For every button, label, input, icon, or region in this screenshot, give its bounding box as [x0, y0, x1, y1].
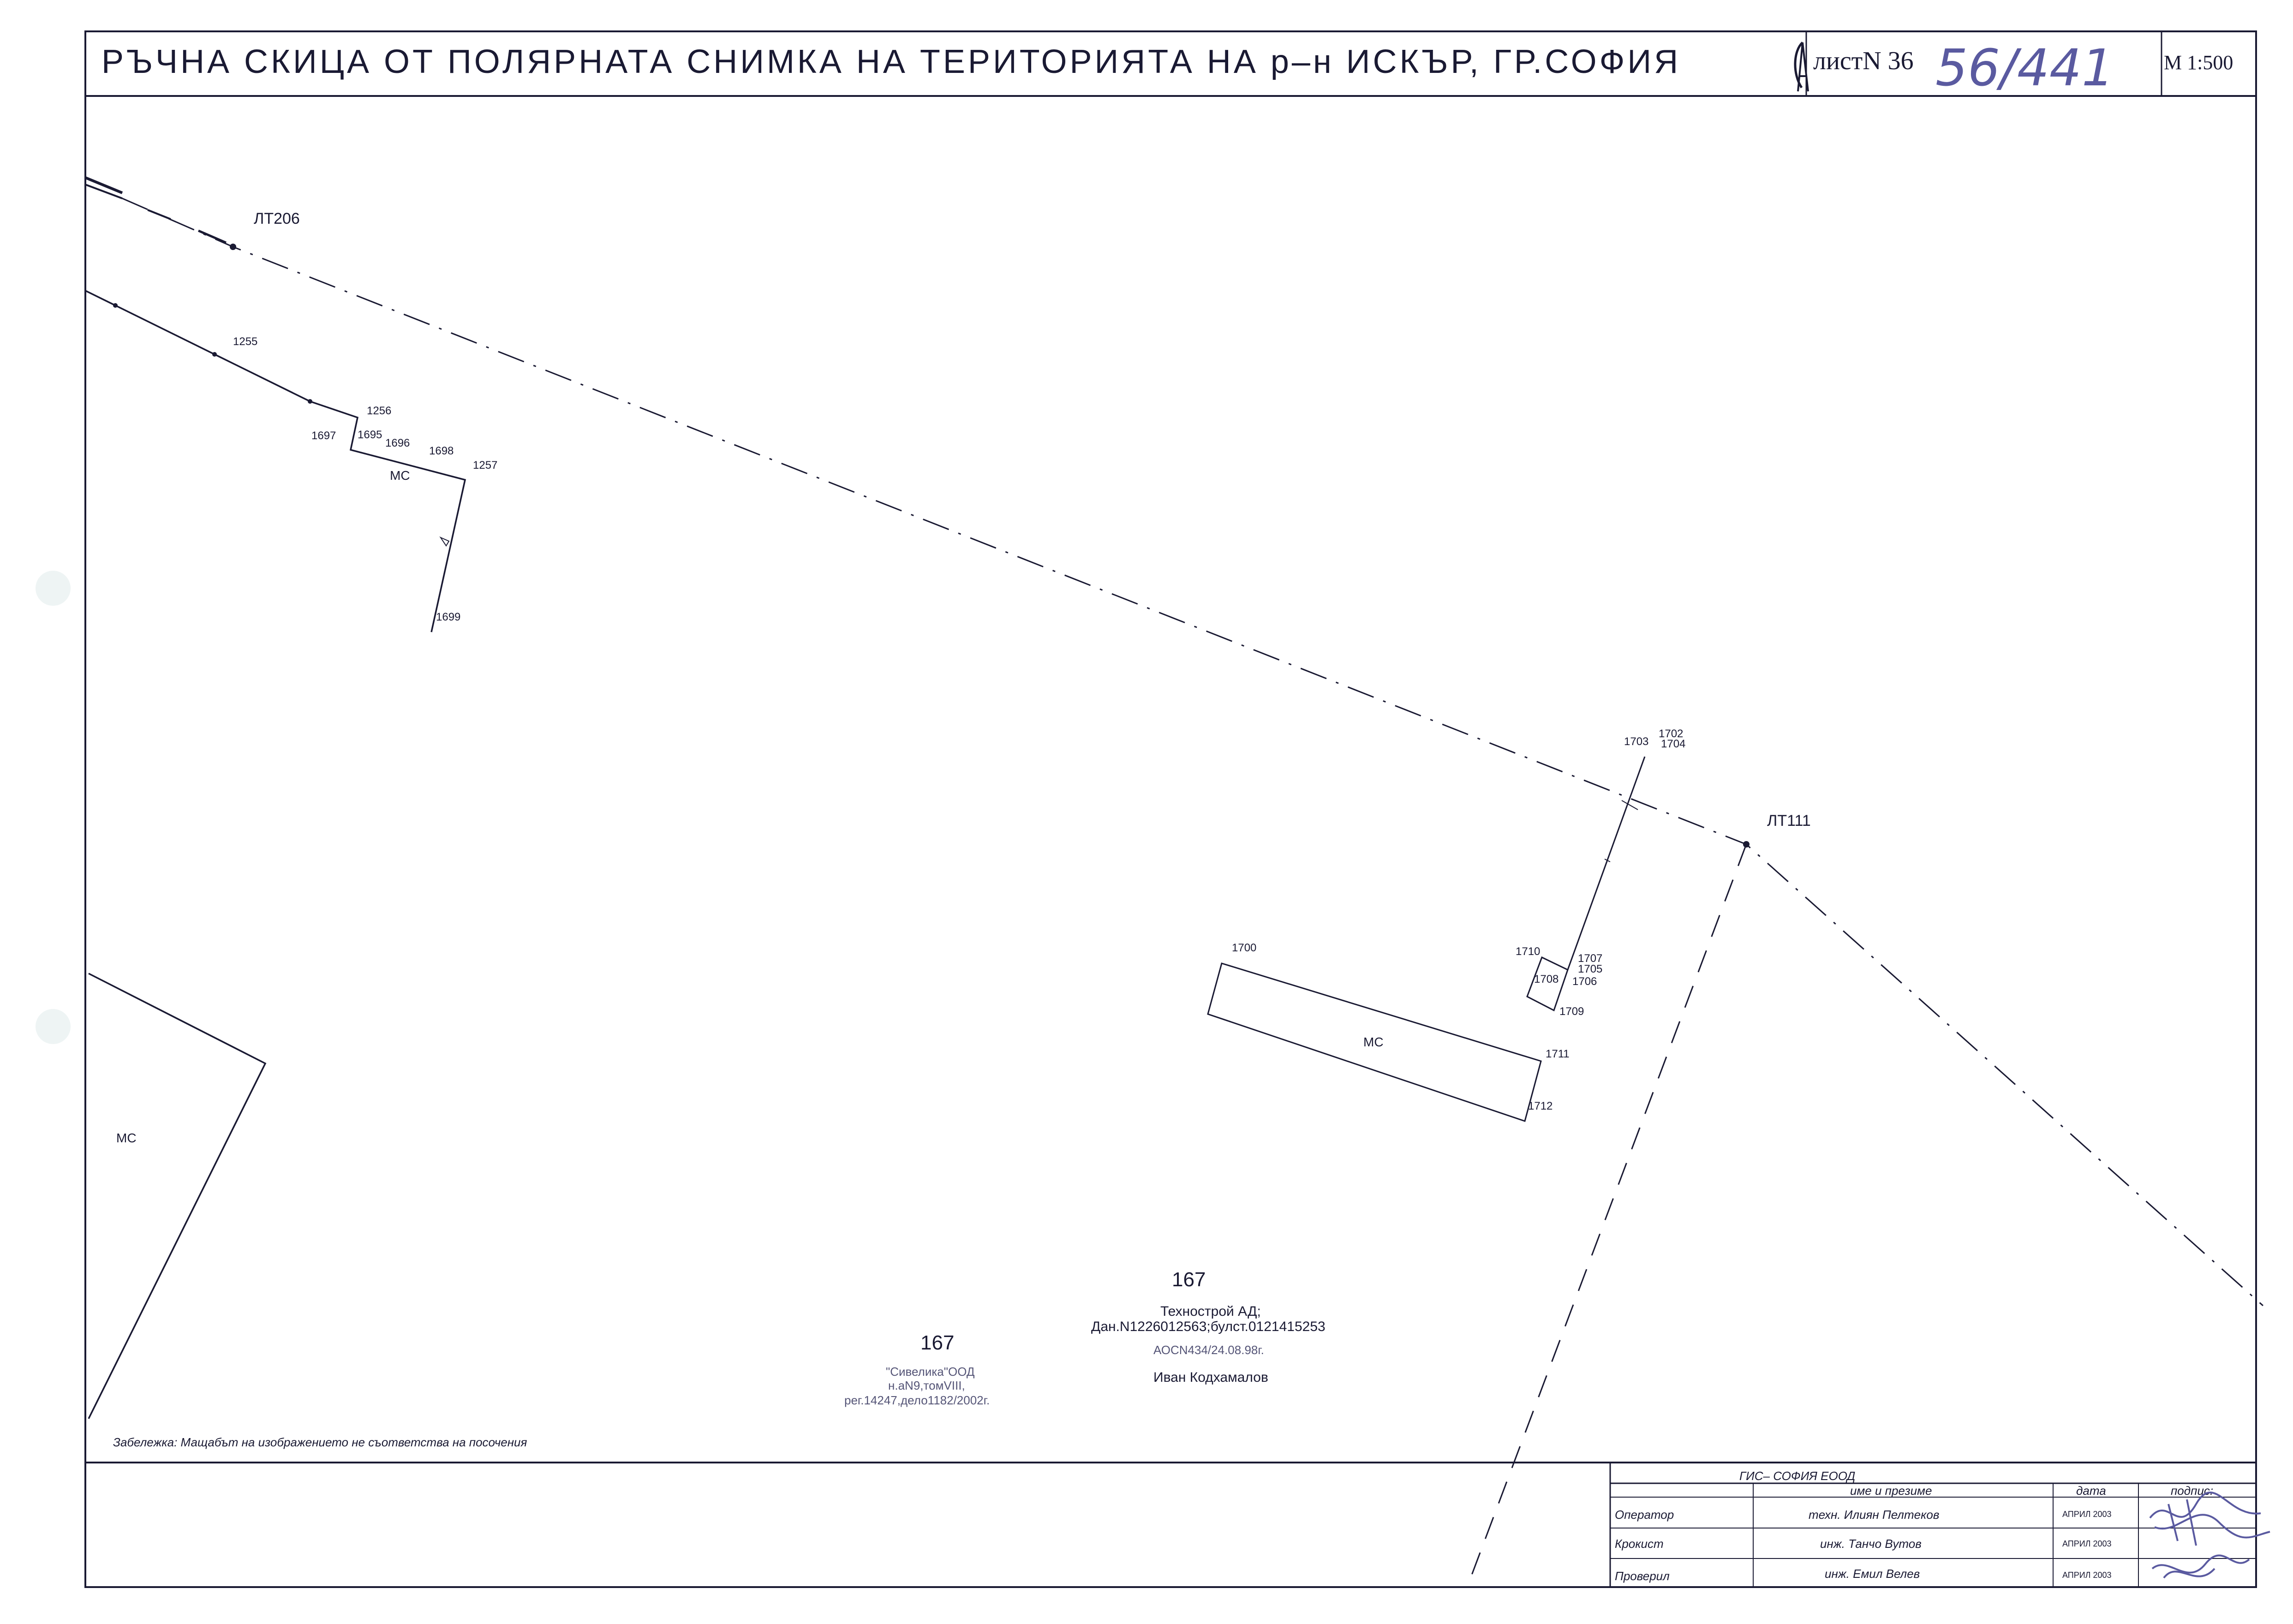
point-1710: 1710	[1516, 945, 1540, 958]
mid-tick	[1604, 859, 1611, 862]
ms-label-left: МС	[116, 1131, 137, 1145]
sheet-title: РЪЧНА СКИЦА ОТ ПОЛЯРНАТА СНИМКА НА ТЕРИТ…	[102, 43, 1681, 80]
sheet-number-handwritten: 56/441	[1935, 38, 2114, 97]
road-edge-4	[198, 229, 227, 244]
date-krokist: АПРИЛ 2003	[2062, 1539, 2112, 1548]
point-1700: 1700	[1232, 942, 1256, 954]
title-block	[1609, 1463, 2256, 1587]
col-header-name: име и презиме	[1850, 1484, 1932, 1498]
role-operator: Оператор	[1615, 1508, 1674, 1522]
lt206-marker	[230, 244, 236, 250]
wall-mark	[439, 536, 450, 547]
small-building	[1526, 956, 1569, 1012]
owner-right-faint: АОСN434/24.08.98г.	[1153, 1343, 1264, 1357]
point-1699: 1699	[436, 611, 460, 623]
owner-left-line-1: "Сивелика"ООД	[886, 1365, 975, 1379]
lt206-label: ЛТ206	[254, 210, 300, 227]
sheet-number-label: листN 36	[1813, 47, 1914, 75]
point-1711: 1711	[1546, 1048, 1570, 1060]
punch-hole-top	[36, 571, 71, 606]
boundary-left-parcel	[88, 973, 267, 1419]
punch-hole-bottom	[36, 1009, 71, 1044]
point-1696: 1696	[385, 437, 410, 449]
scale-label: М 1:500	[2164, 51, 2233, 74]
company-name: ГИС– СОФИЯ ЕООД	[1739, 1469, 1855, 1483]
ms-label-1: МС	[390, 468, 410, 483]
parcel-number-left: 167	[920, 1331, 954, 1354]
point-1709: 1709	[1559, 1005, 1584, 1018]
ms-label-building: МС	[1363, 1035, 1384, 1049]
point-1257: 1257	[473, 459, 497, 472]
point-1704: 1704	[1661, 738, 1685, 750]
crossing-tick	[1621, 800, 1638, 810]
scale-note: Забележка: Мащабът на изображението не с…	[113, 1435, 527, 1449]
point-1256: 1256	[367, 405, 391, 417]
date-operator: АПРИЛ 2003	[2062, 1510, 2112, 1519]
col-header-date: дата	[2076, 1484, 2106, 1498]
owner-right-person: Иван Кодхамалов	[1153, 1370, 1268, 1385]
point-1712: 1712	[1528, 1100, 1553, 1112]
signature-scribble	[2149, 1492, 2270, 1579]
point-1705: 1705	[1578, 963, 1602, 975]
owner-left-line-3: рег.14247,дело1182/2002г.	[844, 1393, 990, 1407]
lt111-label: ЛТ111	[1767, 812, 1811, 830]
name-operator: техн. Илиян Пелтеков	[1809, 1508, 1939, 1522]
road-edge-2	[85, 184, 123, 199]
dashed-boundary-south	[1466, 844, 1747, 1588]
traverse-line	[122, 197, 2263, 1307]
role-checked: Проверил	[1615, 1569, 1670, 1583]
point-1706: 1706	[1572, 975, 1597, 988]
name-checked: инж. Емил Велев	[1825, 1567, 1920, 1581]
point-1708: 1708	[1534, 973, 1559, 985]
large-building	[1207, 962, 1542, 1122]
point-1707: 1707	[1578, 952, 1602, 965]
owner-left-line-2: н.аN9,томVIII,	[888, 1379, 965, 1392]
parcel-number-right: 167	[1172, 1268, 1206, 1291]
point-1703: 1703	[1624, 735, 1648, 748]
point-1702: 1702	[1659, 728, 1683, 740]
point-1695: 1695	[358, 429, 382, 441]
gis-sofia-logo-icon	[1794, 42, 1809, 92]
date-checked: АПРИЛ 2003	[2062, 1570, 2112, 1580]
owner-right-line-2: Дан.N1226012563;булст.0121415253	[1091, 1319, 1326, 1334]
sheet-frame	[84, 30, 2257, 1588]
name-krokist: инж. Танчо Вутов	[1820, 1537, 1922, 1551]
point-1698: 1698	[429, 445, 454, 457]
vertex-1255	[212, 352, 217, 357]
vertex-2	[308, 399, 312, 404]
col-header-sign: подпис:	[2171, 1484, 2213, 1498]
road-edge-1	[84, 176, 123, 194]
point-1697: 1697	[311, 430, 336, 442]
role-krokist: Крокист	[1615, 1537, 1664, 1551]
point-1255: 1255	[233, 335, 257, 348]
owner-right-line-1: Техностpой АД;	[1160, 1304, 1261, 1319]
boundary-1255-1699	[85, 290, 466, 633]
vertex-1	[113, 303, 118, 308]
boundary-1703-1707	[1567, 756, 1646, 970]
